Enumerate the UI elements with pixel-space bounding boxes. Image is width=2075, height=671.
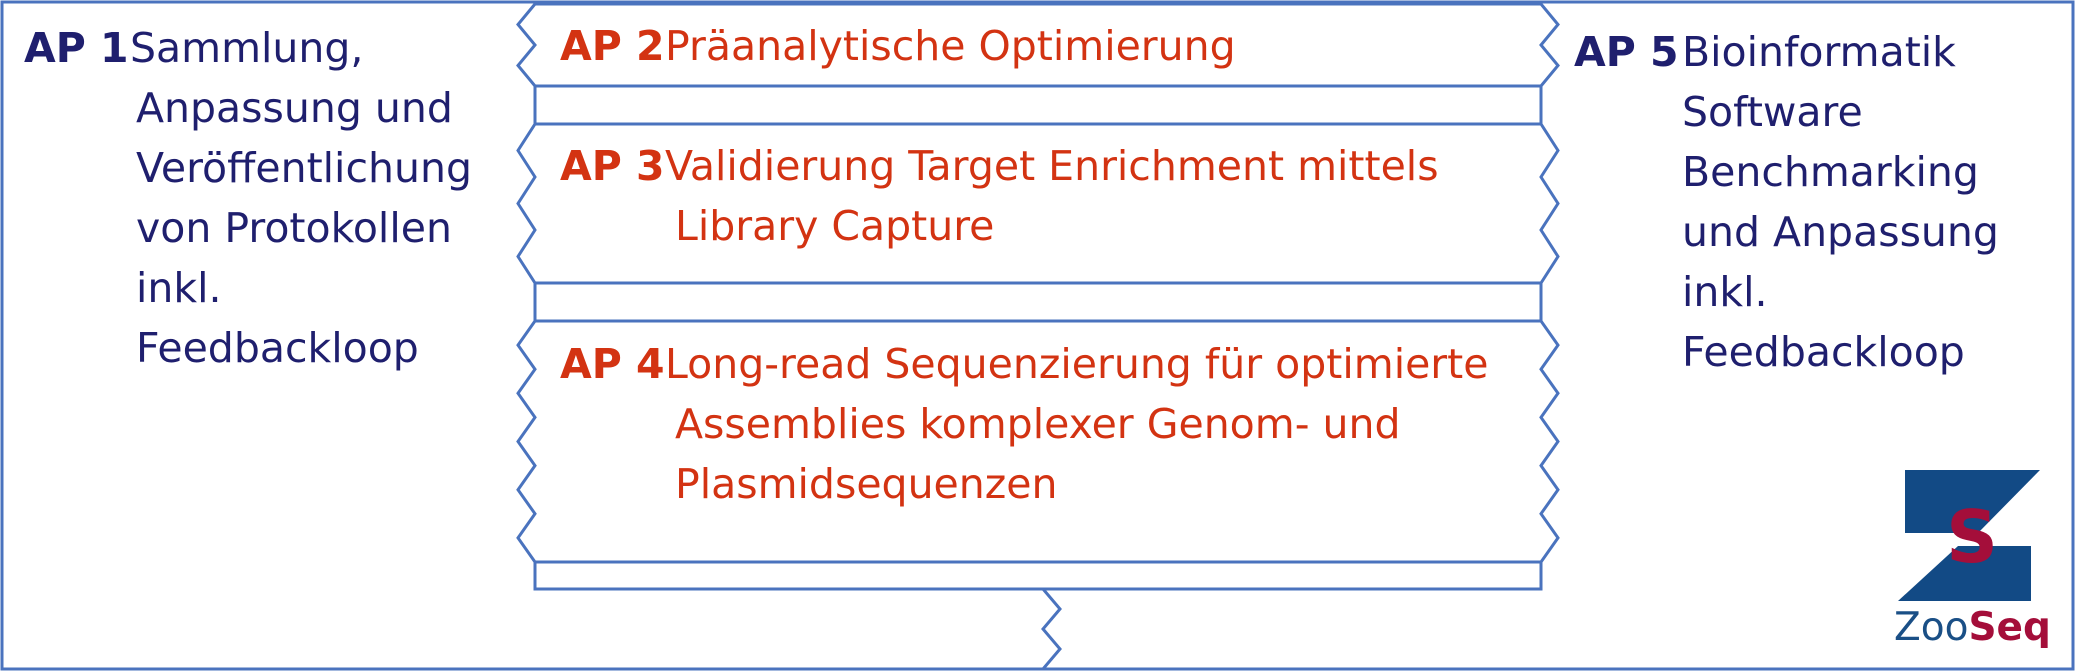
logo-name-seq: Seq bbox=[1968, 605, 2051, 650]
ap1-line: Sammlung, bbox=[130, 24, 364, 72]
ap2-label: AP 2 bbox=[560, 22, 665, 70]
ap3-line: Library Capture bbox=[675, 202, 995, 250]
logo-letter: S bbox=[1946, 495, 1998, 579]
ap5-line: Benchmarking bbox=[1682, 148, 1979, 196]
gap-bar-2 bbox=[533, 281, 1543, 323]
gap-bar-1 bbox=[533, 84, 1543, 126]
ap5-line: Bioinformatik bbox=[1682, 28, 1956, 76]
ap4-label: AP 4 bbox=[560, 340, 665, 388]
ap5-line: Feedbackloop bbox=[1682, 328, 1965, 376]
ap4-line: Plasmidsequenzen bbox=[675, 460, 1058, 508]
logo-name-zoo: Zoo bbox=[1894, 605, 1969, 650]
ap1-line: Anpassung und bbox=[136, 84, 453, 132]
gap-bar-3 bbox=[533, 560, 1543, 591]
ap2-line: Präanalytische Optimierung bbox=[665, 22, 1236, 70]
ap5-line: und Anpassung bbox=[1682, 208, 1999, 256]
ap1-line: inkl. bbox=[136, 264, 222, 312]
ap1-line: Veröffentlichung bbox=[136, 144, 472, 192]
ap3-label: AP 3 bbox=[560, 142, 665, 190]
ap4-line: Long-read Sequenzierung für optimierte bbox=[665, 340, 1489, 388]
zooseq-logo-icon: S bbox=[1898, 470, 2040, 601]
ap5-line: inkl. bbox=[1682, 268, 1768, 316]
ap5-line: Software bbox=[1682, 88, 1863, 136]
ap1-line: Feedbackloop bbox=[136, 324, 419, 372]
ap1-label: AP 1 bbox=[24, 24, 129, 72]
ap4-line: Assemblies komplexer Genom- und bbox=[675, 400, 1401, 448]
ap1-line: von Protokollen bbox=[136, 204, 452, 252]
ap5-label: AP 5 bbox=[1574, 28, 1679, 76]
ap3-line: Validierung Target Enrichment mittels bbox=[665, 142, 1439, 190]
bottom-connector bbox=[1041, 588, 1062, 670]
zooseq-logo-wordmark: ZooSeq bbox=[1894, 606, 2051, 650]
